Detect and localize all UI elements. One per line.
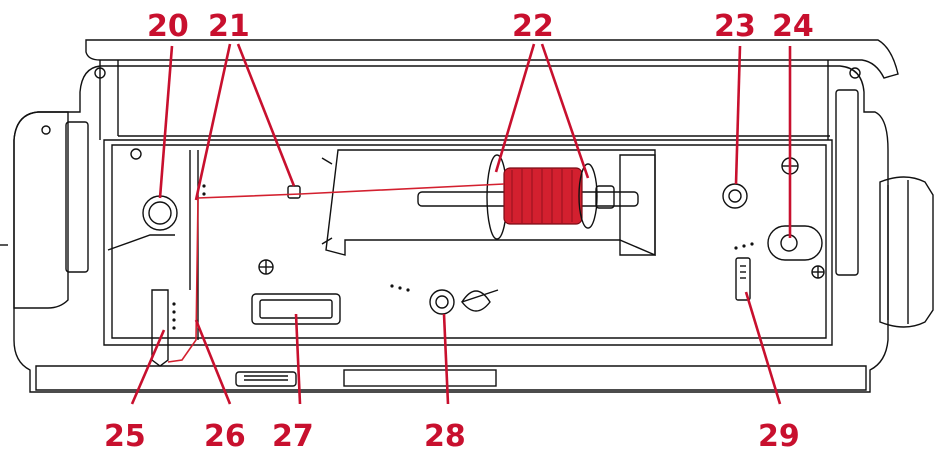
callout-29: 29 xyxy=(758,419,800,454)
callout-25: 25 xyxy=(104,419,146,454)
thread-spool xyxy=(503,167,583,225)
stitch-table-slot xyxy=(343,369,497,387)
bobbin-thread-tension-dial xyxy=(142,195,178,231)
callout-24: 24 xyxy=(772,9,814,44)
callout-23: 23 xyxy=(714,9,756,44)
callout-26: 26 xyxy=(204,419,246,454)
callout-20: 20 xyxy=(147,9,189,44)
thread-guide-small xyxy=(287,185,301,199)
bobbin-winder-lever xyxy=(735,257,751,301)
callout-leaders xyxy=(130,43,792,405)
bobbin-winding-spindle xyxy=(429,289,455,315)
thread-path-dots xyxy=(172,184,754,330)
presser-foot-lever xyxy=(151,289,169,367)
callout-labels: 20 21 22 23 24 25 26 27 28 29 xyxy=(104,9,814,454)
bobbin-cover-detail xyxy=(235,371,297,387)
top-lid xyxy=(85,39,899,79)
machine-base xyxy=(35,365,867,391)
bobbin-winder xyxy=(767,225,823,261)
thread-loop-icon xyxy=(460,289,499,312)
handwheel xyxy=(879,176,934,328)
callout-22: 22 xyxy=(512,9,554,44)
spool-cap-right xyxy=(578,163,598,229)
thread-path xyxy=(167,183,505,363)
machine-shell xyxy=(13,65,889,393)
machine-body xyxy=(0,39,934,393)
callout-21: 21 xyxy=(208,9,250,44)
callout-27: 27 xyxy=(272,419,314,454)
callout-28: 28 xyxy=(424,419,466,454)
thread-guide xyxy=(722,183,748,209)
spool-with-thread xyxy=(417,154,639,240)
